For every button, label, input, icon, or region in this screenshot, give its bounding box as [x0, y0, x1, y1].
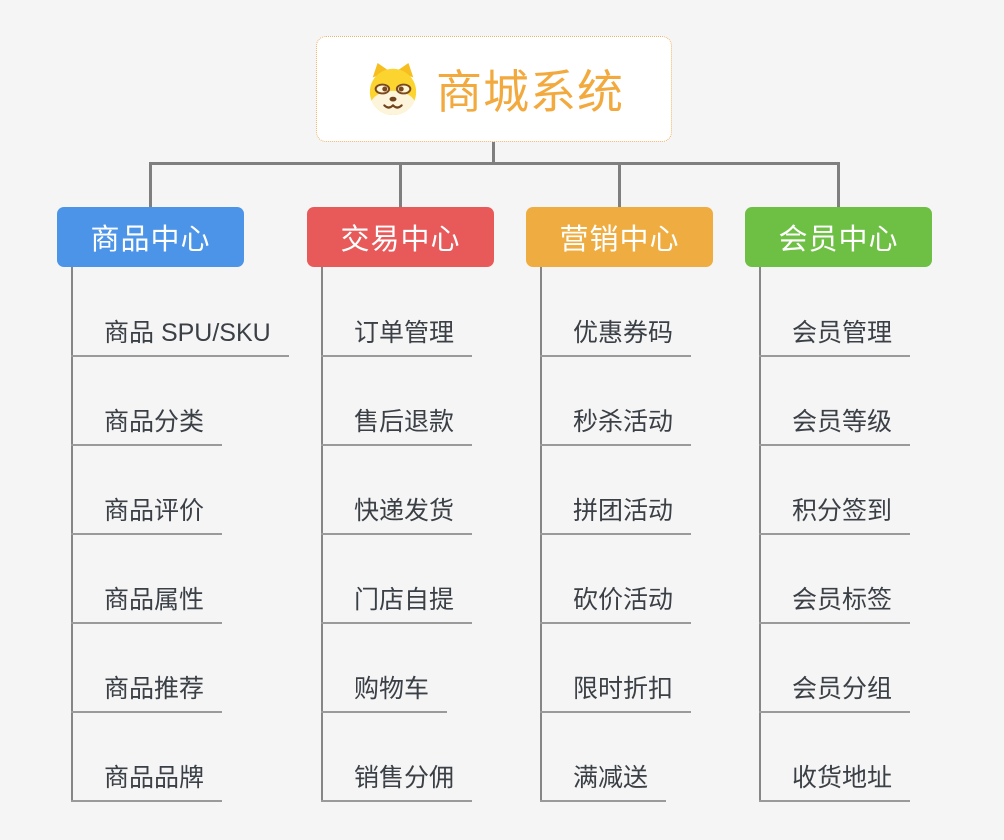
connector-drop-3: [618, 162, 621, 208]
connector-root-stub: [492, 142, 495, 163]
shiba-dog-icon: [369, 62, 417, 116]
connector-horizontal: [149, 162, 840, 165]
branch-node-trade-center[interactable]: 交易中心: [307, 207, 494, 267]
leaf-node[interactable]: 限时折扣: [540, 673, 692, 713]
leaf-node[interactable]: 会员分组: [759, 673, 911, 713]
leaf-node[interactable]: 优惠券码: [540, 317, 692, 357]
leaf-node[interactable]: 商品推荐: [71, 673, 223, 713]
branch-label: 营销中心: [559, 224, 680, 256]
leaf-node[interactable]: 拼团活动: [540, 495, 692, 535]
connector-drop-1: [149, 162, 152, 208]
leaf-node[interactable]: 会员管理: [759, 317, 911, 357]
connector-drop-4: [837, 162, 840, 208]
branch-node-marketing-center[interactable]: 营销中心: [526, 207, 713, 267]
leaf-node[interactable]: 快递发货: [321, 495, 473, 535]
leaf-node[interactable]: 砍价活动: [540, 584, 692, 624]
leaf-node[interactable]: 销售分佣: [321, 762, 473, 802]
leaf-node[interactable]: 会员等级: [759, 406, 911, 446]
leaf-node[interactable]: 秒杀活动: [540, 406, 692, 446]
branch-label: 商品中心: [90, 224, 211, 256]
leaf-node[interactable]: 满减送: [540, 762, 667, 802]
connector-drop-2: [399, 162, 402, 208]
leaf-node[interactable]: 商品属性: [71, 584, 223, 624]
leaf-node[interactable]: 购物车: [321, 673, 448, 713]
leaf-node[interactable]: 商品评价: [71, 495, 223, 535]
leaf-node[interactable]: 商品分类: [71, 406, 223, 446]
leaf-node[interactable]: 商品品牌: [71, 762, 223, 802]
leaf-node[interactable]: 订单管理: [321, 317, 473, 357]
root-node-mall-system[interactable]: 商城系统: [316, 36, 672, 142]
branch-label: 会员中心: [778, 224, 899, 256]
leaf-node[interactable]: 商品 SPU/SKU: [71, 317, 289, 357]
branch-label: 交易中心: [340, 224, 461, 256]
branch-node-member-center[interactable]: 会员中心: [745, 207, 932, 267]
leaf-node[interactable]: 积分签到: [759, 495, 911, 535]
root-title: 商城系统: [436, 66, 624, 118]
leaf-node[interactable]: 会员标签: [759, 584, 911, 624]
leaf-node[interactable]: 收货地址: [759, 762, 911, 802]
leaf-node[interactable]: 售后退款: [321, 406, 473, 446]
branch-node-product-center[interactable]: 商品中心: [57, 207, 244, 267]
leaf-node[interactable]: 门店自提: [321, 584, 473, 624]
